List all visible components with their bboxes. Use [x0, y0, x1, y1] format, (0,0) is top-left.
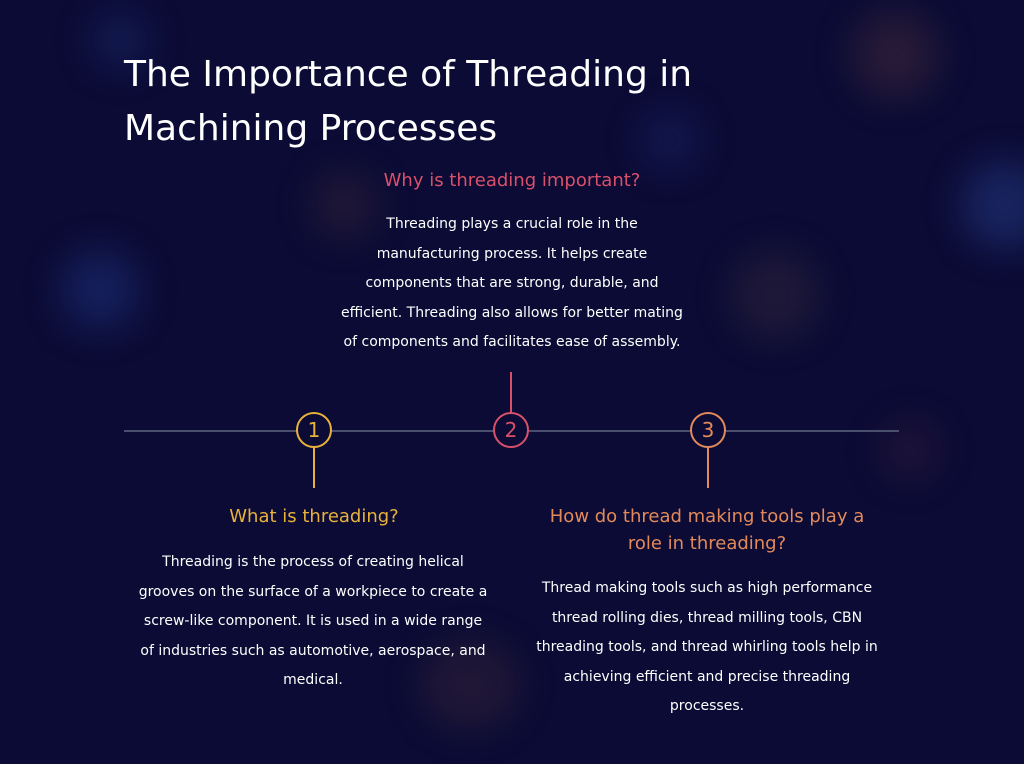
page-title: The Importance of Threading in Machining… — [124, 54, 693, 149]
step-1-heading: What is threading? — [229, 506, 399, 527]
step-1-connector — [313, 448, 315, 488]
step-3-connector — [707, 448, 709, 488]
step-2-heading: Why is threading important? — [383, 170, 641, 191]
step-1-marker: 1 — [296, 412, 332, 448]
bokeh-light — [880, 420, 940, 480]
bokeh-light — [960, 160, 1024, 250]
step-1-body: Threading is the process of creating hel… — [138, 554, 488, 688]
step-3-marker: 3 — [690, 412, 726, 448]
bokeh-light — [730, 250, 820, 340]
step-2-connector — [510, 372, 512, 413]
step-3-heading: How do thread making tools play a role i… — [549, 506, 865, 554]
step-3-body: Thread making tools such as high perform… — [536, 580, 878, 714]
bokeh-light — [60, 250, 140, 330]
step-2-body: Threading plays a crucial role in the ma… — [341, 216, 683, 350]
step-2-marker: 2 — [493, 412, 529, 448]
bokeh-light — [850, 10, 940, 100]
